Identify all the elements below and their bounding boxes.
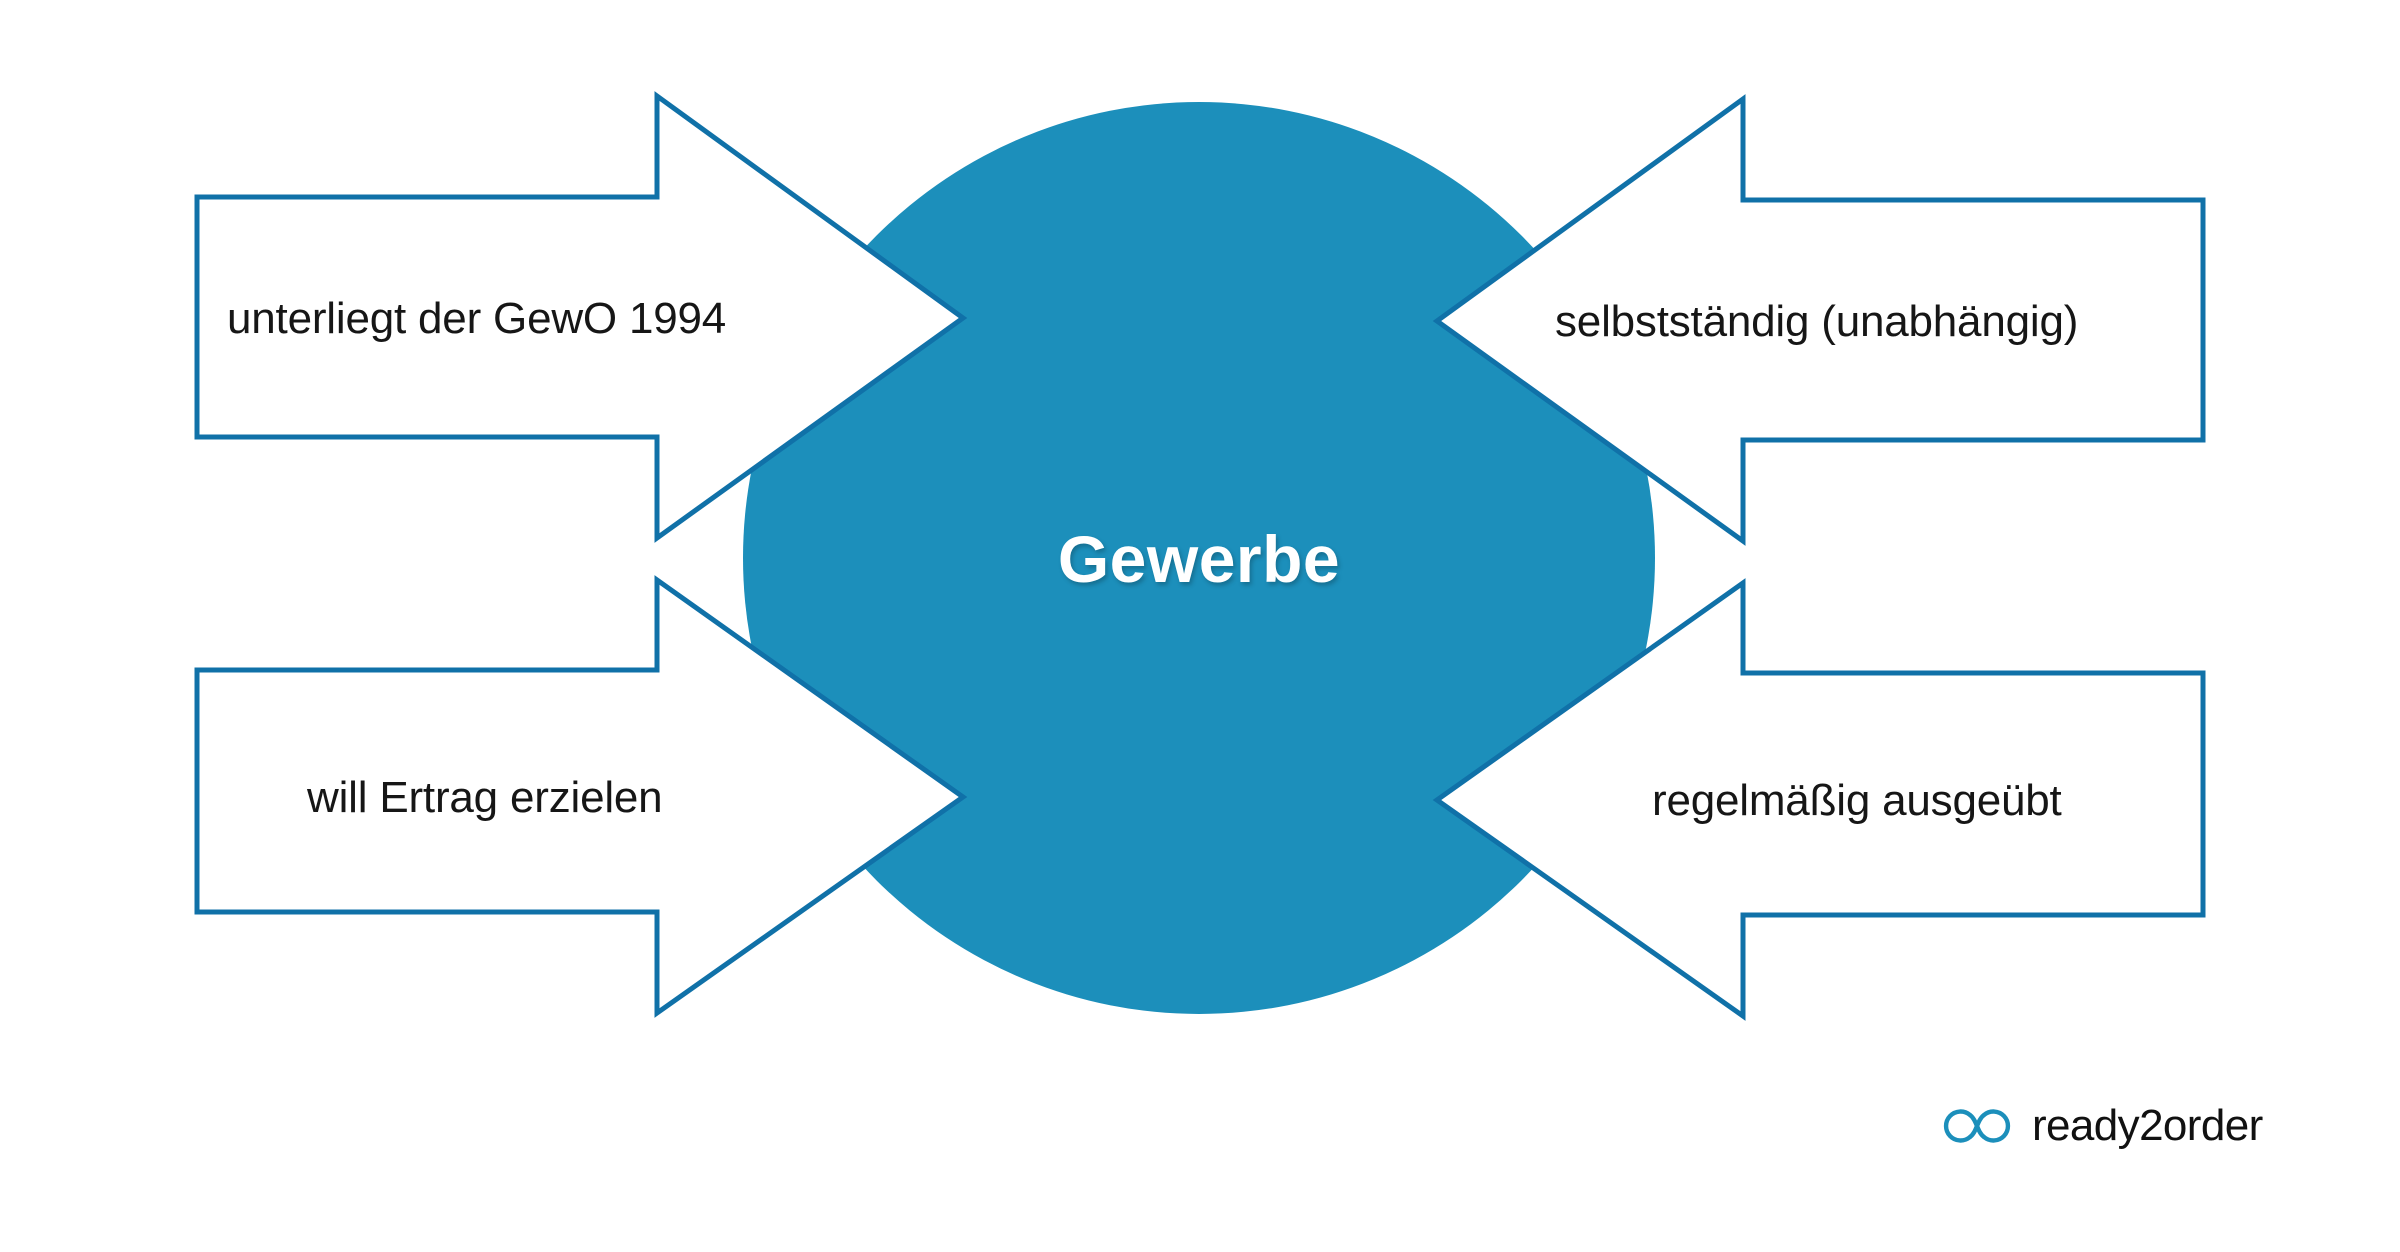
center-circle [743,102,1655,1014]
arrow-bottom-left[interactable]: will Ertrag erzielen [194,575,968,1018]
brand-wordmark: ready2order [2032,1101,2263,1150]
arrow-top-left-shape [194,91,968,543]
arrow-top-right-shape [1432,94,2206,546]
arrow-bottom-left-label: will Ertrag erzielen [306,773,662,822]
arrow-bottom-right-shape [1432,578,2206,1021]
arrow-bottom-left-shape [194,575,968,1018]
arrow-bottom-right[interactable]: regelmäßig ausgeübt [1432,578,2206,1021]
arrow-bottom-right-label: regelmäßig ausgeübt [1652,776,2062,825]
arrow-top-left[interactable]: unterliegt der GewO 1994 [194,91,968,543]
center-circle-label: Gewerbe [1058,522,1340,596]
arrow-top-right-label: selbstständig (unabhängig) [1555,297,2078,346]
brand-logo: ready2order [1940,1098,2263,1154]
arrow-top-right[interactable]: selbstständig (unabhängig) [1432,94,2206,546]
arrow-top-left-label: unterliegt der GewO 1994 [227,294,726,343]
interlocking-rings-icon [1943,1109,2011,1143]
